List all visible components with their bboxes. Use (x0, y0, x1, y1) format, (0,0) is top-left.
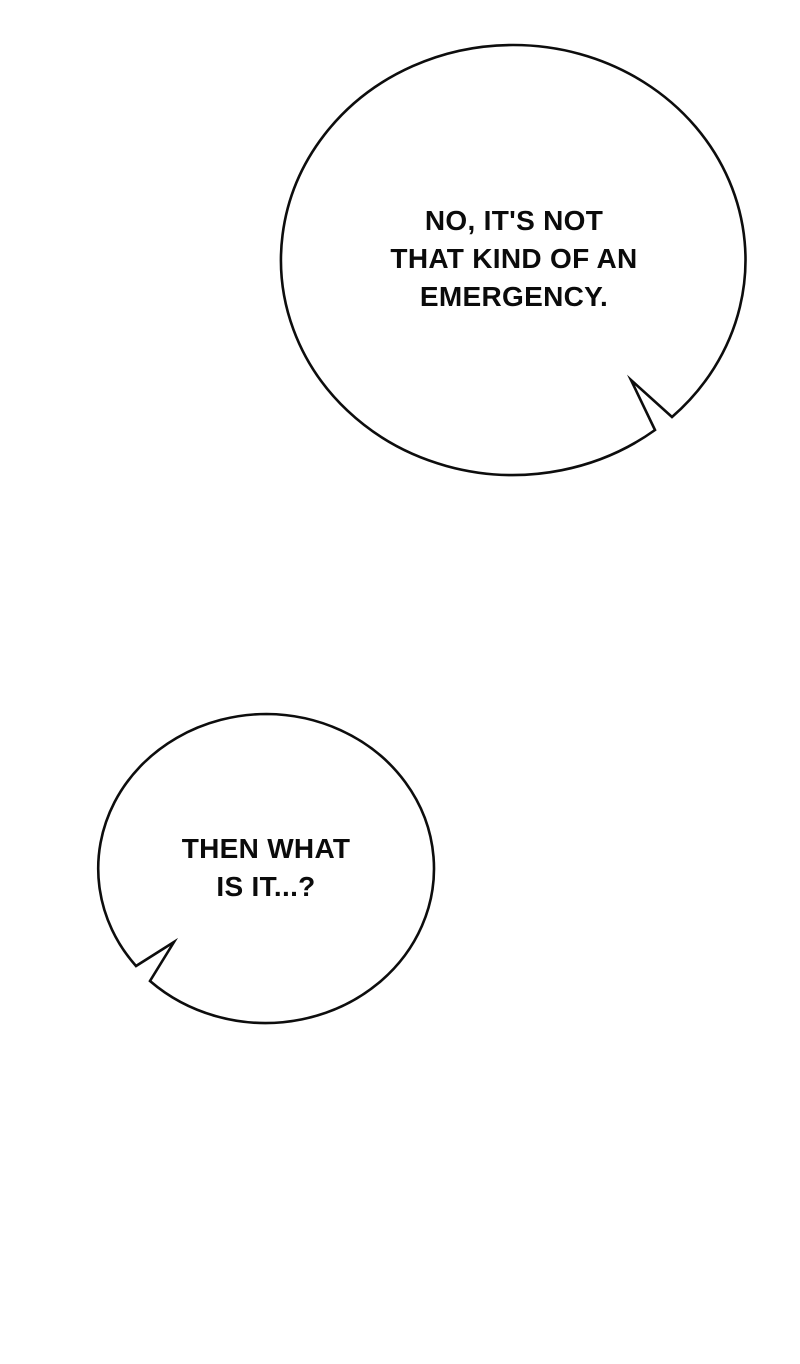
speech-bubble-top-text: NO, IT'S NOT THAT KIND OF AN EMERGENCY. (390, 202, 637, 316)
bubble-text-line: THAT KIND OF AN (390, 243, 638, 274)
bubble-text-line: THEN WHAT (181, 833, 351, 864)
speech-bubble-top-outline (279, 43, 747, 477)
speech-bubble-bottom-outline (96, 712, 436, 1025)
speech-bubble-bottom-text: THEN WHAT IS IT...? (182, 830, 351, 906)
bubble-text-line: IS IT...? (216, 871, 316, 902)
bubble-text-line: NO, IT'S NOT (424, 205, 604, 236)
bubble-text-line: EMERGENCY. (419, 281, 609, 312)
